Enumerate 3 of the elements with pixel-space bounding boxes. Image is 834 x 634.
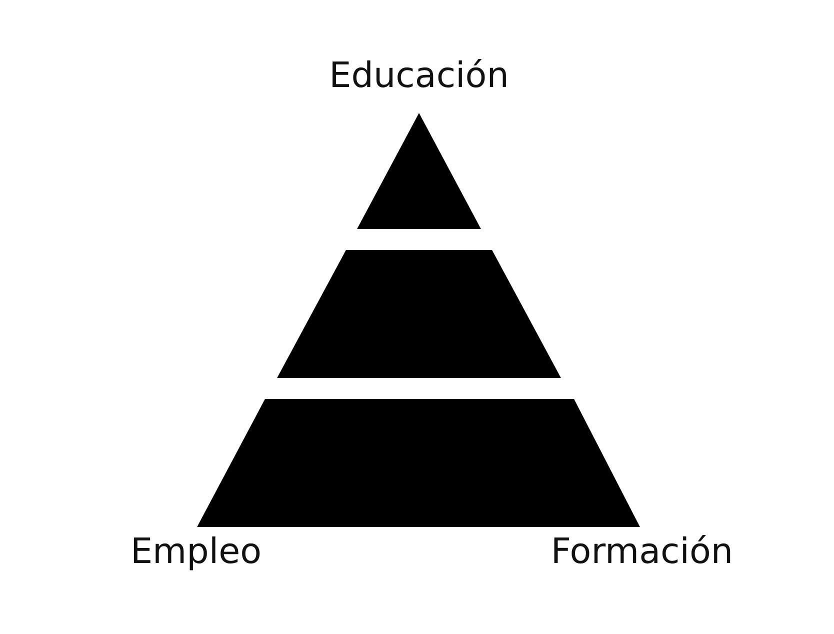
corner-label: Educación: [329, 56, 509, 96]
corner-label: Formación: [550, 532, 734, 572]
corner-label: Empleo: [130, 532, 262, 572]
